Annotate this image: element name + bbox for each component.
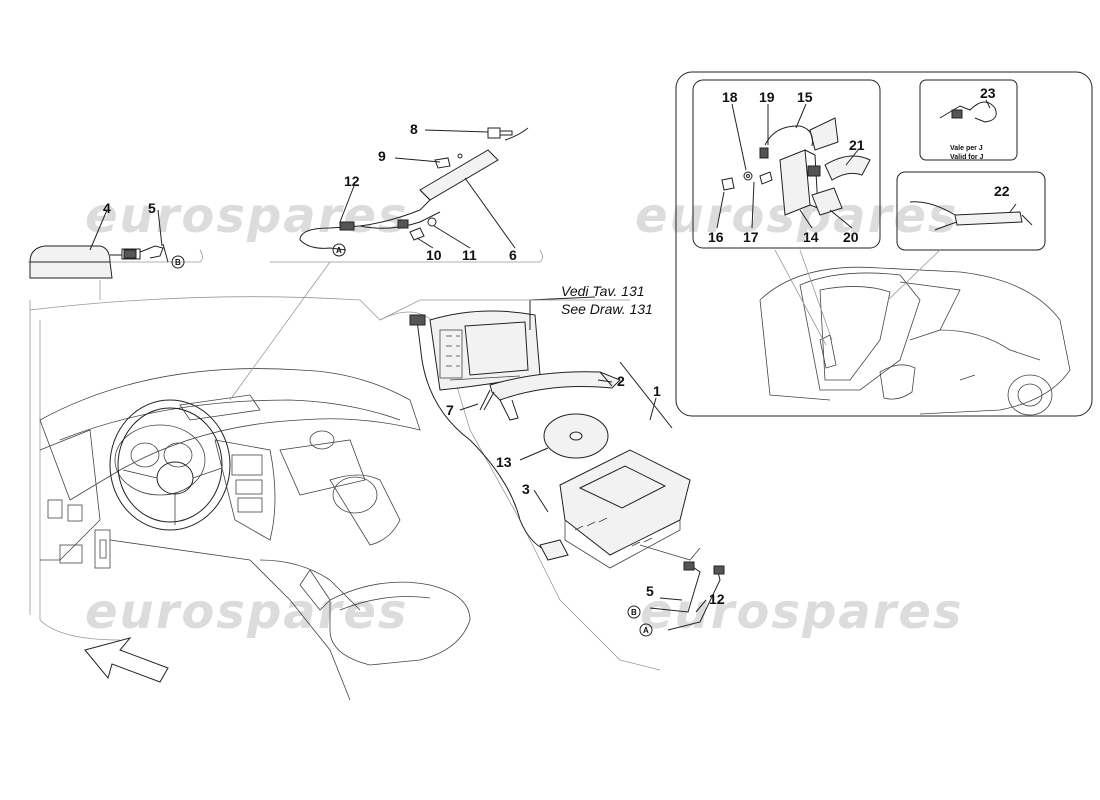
callout-20: 20 <box>843 229 859 245</box>
callout-1: 1 <box>653 383 661 399</box>
callout-22: 22 <box>994 183 1010 199</box>
callout-8: 8 <box>410 121 418 137</box>
callout-18: 18 <box>722 89 738 105</box>
inset-23-note: Vale per J Valid for J <box>950 145 984 161</box>
callout-2: 2 <box>617 373 625 389</box>
callout-5b: 5 <box>646 583 654 599</box>
detail-group-antenna-module: B <box>28 209 203 300</box>
callout-5: 5 <box>148 200 156 216</box>
callout-13: 13 <box>496 454 512 470</box>
detail-group-amplifier-cable: A <box>229 127 543 401</box>
marker-b-left: B <box>175 258 181 267</box>
callout-12: 12 <box>344 173 360 189</box>
reference-note: Vedi Tav. 131 See Draw. 131 <box>561 283 653 317</box>
callout-15: 15 <box>797 89 813 105</box>
callout-11: 11 <box>462 247 477 263</box>
car-interior-drawing <box>29 296 661 701</box>
right-inset-panel <box>675 71 1093 417</box>
callout-21: 21 <box>849 137 865 153</box>
marker-a-bottom: A <box>643 626 649 635</box>
reference-line-it: Vedi Tav. 131 <box>561 283 645 299</box>
callouts: 1 2 3 4 5 5 6 7 8 9 10 11 12 12 13 14 15… <box>103 85 1010 607</box>
inset-23-note-it: Vale per J <box>950 145 983 152</box>
callout-3: 3 <box>522 481 530 497</box>
callout-4: 4 <box>103 200 111 216</box>
callout-23: 23 <box>980 85 996 101</box>
callout-16: 16 <box>708 229 724 245</box>
callout-9: 9 <box>378 148 386 164</box>
marker-a-top: A <box>336 246 342 255</box>
watermark-top-left: eurospares <box>85 188 409 244</box>
inset-23-note-en: Valid for J <box>950 154 984 161</box>
direction-arrow-icon <box>84 637 169 683</box>
reference-line-en: See Draw. 131 <box>561 301 653 317</box>
callout-14: 14 <box>803 229 819 245</box>
watermark-bottom-right: eurospares <box>640 584 964 640</box>
watermarks: eurospares eurospares eurospares eurospa… <box>85 188 964 640</box>
watermark-bottom-left: eurospares <box>85 584 409 640</box>
callout-6: 6 <box>509 247 517 263</box>
marker-b-bottom: B <box>631 608 637 617</box>
callout-7: 7 <box>446 402 454 418</box>
callout-17: 17 <box>743 229 759 245</box>
callout-12b: 12 <box>709 591 725 607</box>
callout-10: 10 <box>426 247 442 263</box>
callout-19: 19 <box>759 89 775 105</box>
navigation-system-parts: B A <box>379 296 725 637</box>
